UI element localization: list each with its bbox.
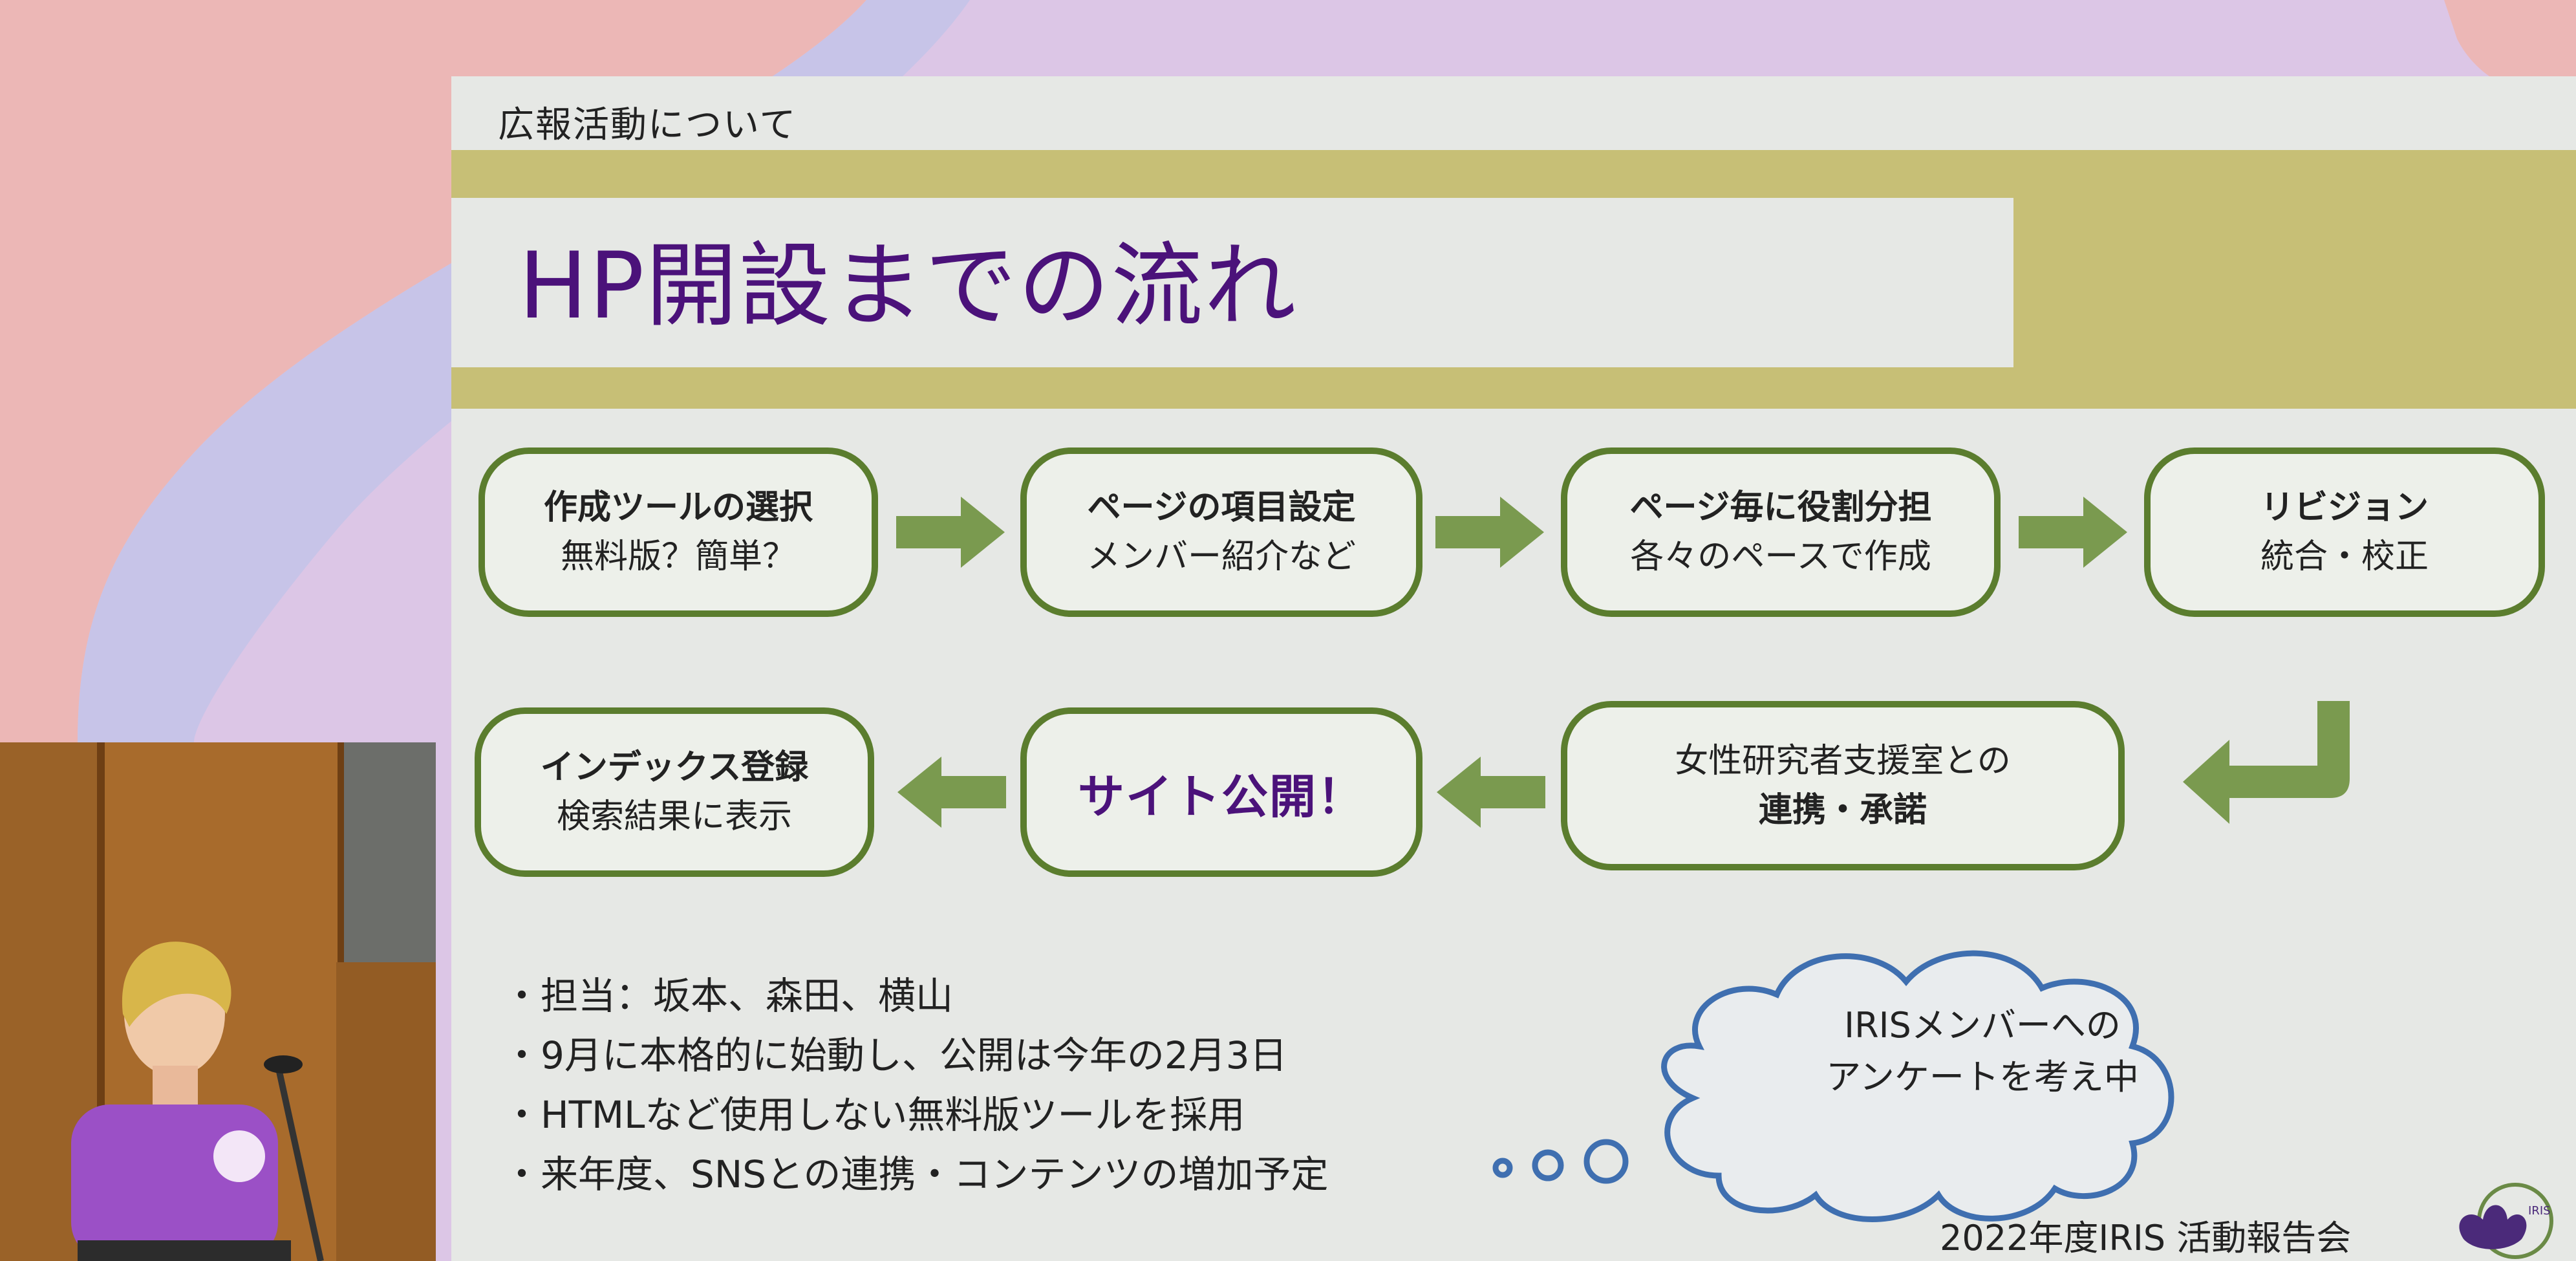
arrow-right-icon — [896, 497, 1005, 568]
thought-bubble-text: IRISメンバーへの アンケートを考え中 — [1808, 1000, 2157, 1103]
step-title: ページの項目設定 — [1087, 488, 1356, 527]
step-revision: リビジョン 統合・校正 — [2144, 447, 2545, 617]
thought-bubble-icon — [1492, 950, 2174, 1222]
step-subtitle: 各々のペースで作成 — [1630, 537, 1931, 576]
thought-line-1: IRISメンバーへの — [1844, 1005, 2121, 1046]
bullet-list: ・担当：坂本、森田、横山 ・9月に本格的に始動し、公開は今年の2月3日 ・HTM… — [503, 966, 1328, 1204]
step-subtitle: メンバー紹介など — [1086, 537, 1356, 576]
step-title: 連携・承諾 — [1758, 791, 1927, 830]
return-arrow-icon — [2183, 701, 2350, 824]
step-page-items: ページの項目設定 メンバー紹介など — [1020, 447, 1422, 617]
step-tool-selection: 作成ツールの選択 無料版？簡単？ — [478, 447, 878, 617]
step-index-registration: インデックス登録 検索結果に表示 — [475, 707, 874, 877]
logo-text: IRIS — [2528, 1204, 2551, 1218]
step-title: リビジョン — [2260, 488, 2429, 527]
presentation-slide: 広報活動について HP開設までの流れ 作成ツールの選択 無料版？簡単？ ページの… — [451, 76, 2576, 1261]
arrow-left-icon — [897, 757, 1006, 828]
section-label: 広報活動について — [498, 104, 797, 146]
bullet-item: ・HTMLなど使用しない無料版ツールを採用 — [503, 1093, 1245, 1137]
bullet-item: ・来年度、SNSとの連携・コンテンツの増加予定 — [503, 1152, 1329, 1196]
bullet-item: ・担当：坂本、森田、横山 — [503, 974, 954, 1018]
title-box — [451, 198, 2013, 367]
step-title: ページ毎に役割分担 — [1629, 488, 1932, 527]
iris-logo: IRIS — [2459, 1183, 2553, 1259]
step-title: インデックス登録 — [540, 748, 809, 787]
thought-line-2: アンケートを考え中 — [1826, 1057, 2139, 1097]
arrow-right-icon — [1435, 497, 1544, 568]
arrow-left-icon — [1437, 757, 1545, 828]
step-role-division: ページ毎に役割分担 各々のペースで作成 — [1561, 447, 2001, 617]
slide-title: HP開設までの流れ — [519, 233, 1298, 339]
step-subtitle: 検索結果に表示 — [556, 797, 792, 836]
slide-footer: 2022年度IRIS 活動報告会 — [1940, 1218, 2352, 1258]
bullet-item: ・9月に本格的に始動し、公開は今年の2月3日 — [503, 1033, 1287, 1077]
site-launch-label: サイト公開！ — [1077, 769, 1365, 824]
step-partnership: 女性研究者支援室との 連携・承諾 — [1561, 701, 2125, 870]
step-title: 作成ツールの選択 — [543, 488, 813, 527]
step-subtitle: 女性研究者支援室との — [1675, 742, 2011, 781]
presenter-video — [0, 742, 436, 1261]
arrow-right-icon — [2019, 497, 2127, 568]
step-site-launch: サイト公開！ — [1020, 707, 1422, 877]
step-subtitle: 無料版？簡単？ — [560, 537, 796, 576]
step-subtitle: 統合・校正 — [2260, 537, 2429, 576]
